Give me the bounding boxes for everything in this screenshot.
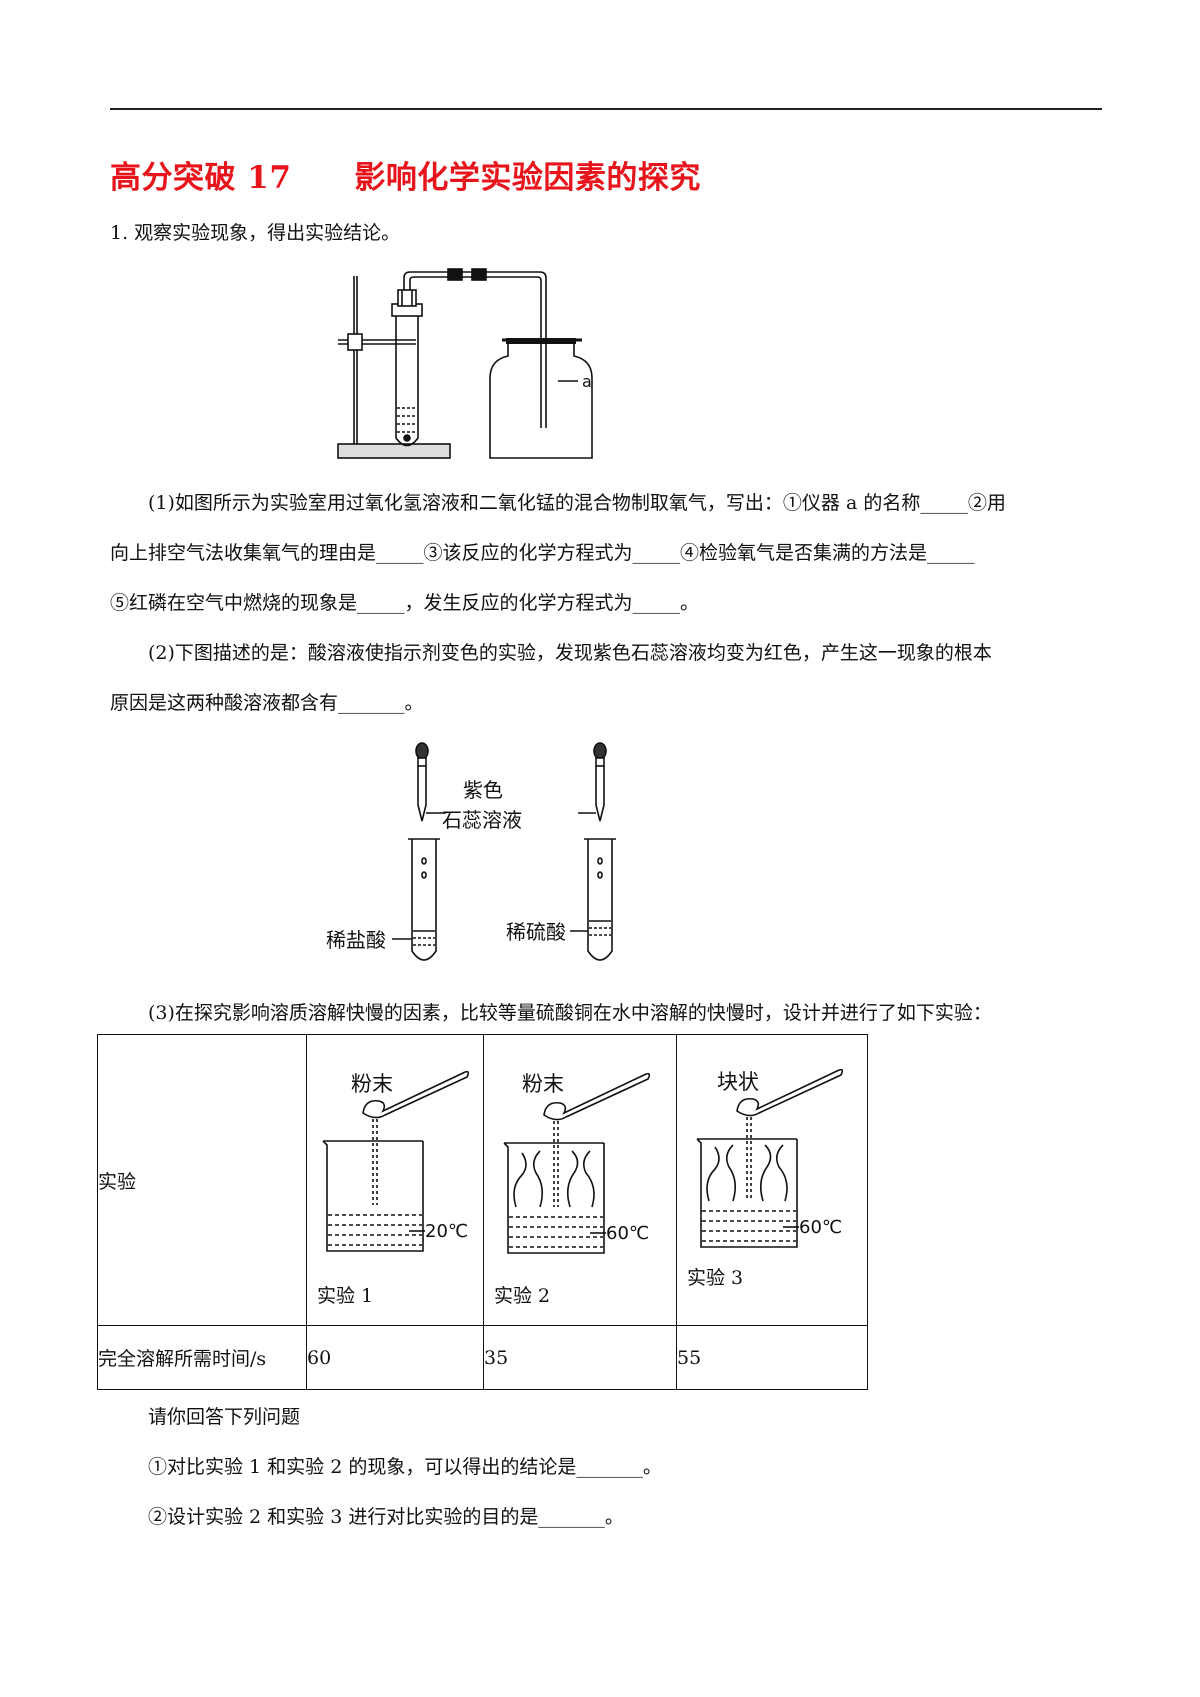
label-litmus: 石蕊溶液 <box>442 808 522 832</box>
experiment-1-caption: 实验 1 <box>317 1285 374 1307</box>
question-1-intro: 1. 观察实验现象，得出实验结论。 <box>110 222 401 244</box>
experiment-1-figure: 粉末 20℃ <box>322 1070 470 1252</box>
oxygen-apparatus-figure: a <box>337 268 593 459</box>
label-purple: 紫色 <box>463 778 503 802</box>
row-header-time: 完全溶解所需时间/s <box>97 1325 307 1390</box>
experiment-3-figure: 块状 60℃ <box>696 1068 844 1248</box>
label-h2so4: 稀硫酸 <box>506 920 566 944</box>
part1-line2: 向上排空气法收集氧气的理由是_____③该反应的化学方程式为_____④检验氧气… <box>110 542 975 564</box>
answer-prompt: 请你回答下列问题 <box>148 1406 301 1428</box>
experiment-1-time: 60 <box>306 1325 484 1390</box>
experiment-2-time: 35 <box>483 1325 677 1390</box>
experiment-3-temp: 60℃ <box>799 1217 842 1238</box>
part1-line3: ⑤红磷在空气中燃烧的现象是_____，发生反应的化学方程式为_____。 <box>110 592 700 614</box>
part2-line2: 原因是这两种酸溶液都含有_______。 <box>110 692 424 714</box>
page-title: 高分突破 17 影响化学实验因素的探究 <box>110 160 701 196</box>
experiment-1-form: 粉末 <box>351 1072 393 1096</box>
experiment-1-cell: 粉末 20℃ 实验 1 <box>306 1034 484 1326</box>
experiment-2-figure: 粉末 60℃ <box>503 1072 651 1254</box>
label-hcl: 稀盐酸 <box>326 928 386 952</box>
experiment-1-temp: 20℃ <box>425 1221 468 1242</box>
label-a: a <box>582 372 592 391</box>
experiment-2-caption: 实验 2 <box>494 1285 551 1307</box>
experiment-2-form: 粉末 <box>522 1072 564 1096</box>
experiment-table: 实验 粉末 <box>97 1034 868 1390</box>
litmus-figure: 紫色 石蕊溶液 稀盐酸 稀硫酸 <box>326 742 616 961</box>
answer-q1: ①对比实验 1 和实验 2 的现象，可以得出的结论是_______。 <box>148 1456 662 1478</box>
experiment-3-form: 块状 <box>717 1070 759 1094</box>
experiment-3-caption: 实验 3 <box>687 1267 744 1289</box>
row-header-experiment: 实验 <box>97 1034 307 1326</box>
part3-line1: (3)在探究影响溶质溶解快慢的因素，比较等量硫酸铜在水中溶解的快慢时，设计并进行… <box>148 1002 992 1024</box>
answer-q2: ②设计实验 2 和实验 3 进行对比实验的目的是_______。 <box>148 1506 624 1528</box>
experiment-2-cell: 粉末 60℃ 实验 2 <box>483 1034 677 1326</box>
experiment-3-time: 55 <box>676 1325 868 1390</box>
experiment-3-cell: 块状 60℃ 实验 3 <box>676 1034 868 1326</box>
header-rule <box>110 108 1102 110</box>
part2-line1: (2)下图描述的是：酸溶液使指示剂变色的实验，发现紫色石蕊溶液均变为红色，产生这… <box>148 642 992 664</box>
part1-line1: (1)如图所示为实验室用过氧化氢溶液和二氧化锰的混合物制取氧气，写出：①仪器 a… <box>148 492 1006 514</box>
experiment-2-temp: 60℃ <box>606 1223 649 1244</box>
